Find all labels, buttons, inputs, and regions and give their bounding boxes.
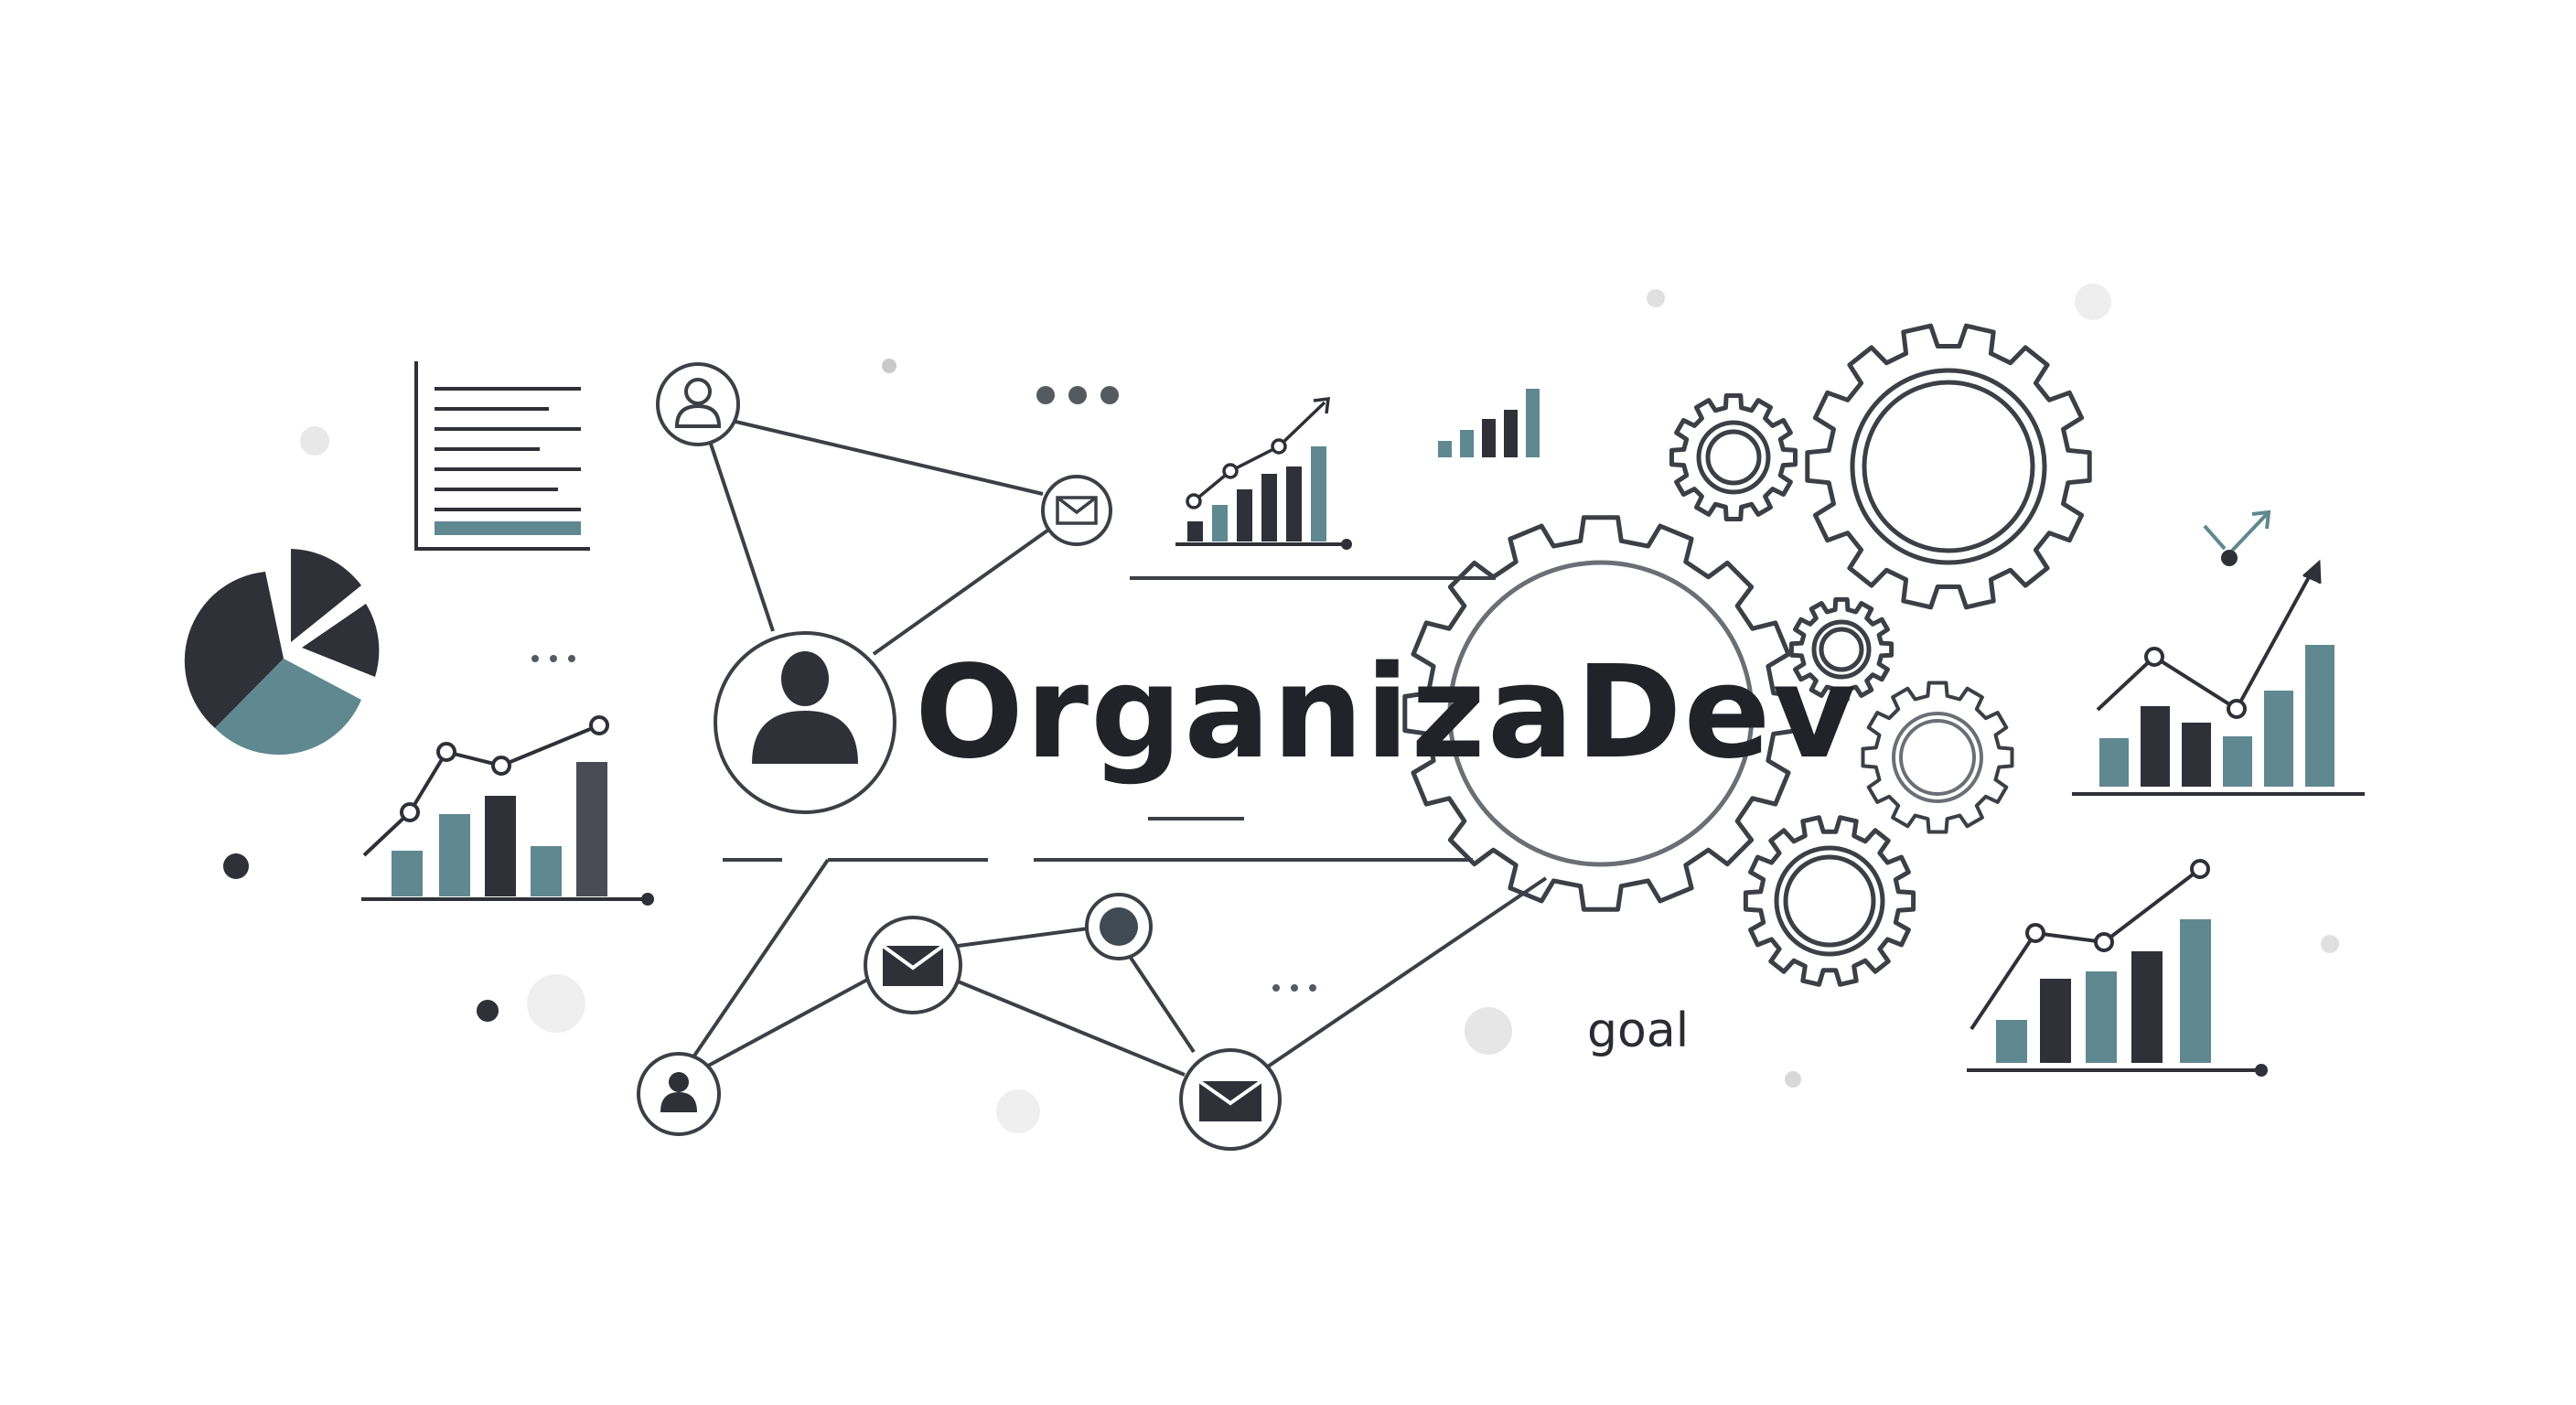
mail-icon: [1056, 496, 1098, 525]
user-icon: [660, 1072, 697, 1112]
gear-icon: [1669, 393, 1798, 521]
main-user-node: [714, 631, 896, 814]
bar-chart-right: [2072, 559, 2365, 796]
gear-icon: [1743, 815, 1916, 987]
mail-icon: [881, 944, 945, 986]
network-line: [1122, 945, 1196, 1054]
bar-chart-bottom-right: [1967, 859, 2268, 1077]
brand-title: OrganizaDev: [915, 638, 1858, 788]
mail-node-bottom-left: [864, 916, 962, 1014]
gear-cluster: [1402, 323, 2092, 987]
gear-icon: [1788, 596, 1894, 702]
decorative-dots: [223, 284, 2339, 1133]
gear-icon: [1861, 681, 2014, 834]
pie-chart-icon: [184, 549, 380, 756]
user-icon: [674, 378, 722, 428]
bar-chart-top-center: [1175, 396, 1352, 550]
network-line: [872, 529, 1049, 656]
goal-label: goal: [1587, 1003, 1690, 1058]
network-line: [699, 977, 870, 1072]
trend-arrow-icon: [2203, 509, 2271, 566]
bar-chart-small: [1438, 389, 1540, 457]
network-line: [950, 927, 1089, 949]
user-node-top: [656, 362, 740, 446]
gear-icon: [1805, 323, 2092, 610]
network-line: [950, 977, 1186, 1077]
document-icon: [414, 361, 590, 551]
status-node: [1085, 893, 1153, 960]
user-node-bottom: [637, 1052, 721, 1136]
network-line: [731, 419, 1044, 496]
gear-icon: [1402, 515, 1799, 912]
network-line: [689, 858, 830, 1063]
mail-node-top: [1041, 475, 1112, 546]
network-lines: [689, 402, 1548, 1077]
mail-icon: [1197, 1079, 1263, 1121]
network-line: [1261, 876, 1548, 1072]
user-icon: [752, 651, 858, 764]
bar-chart-left: [361, 715, 654, 906]
mail-node-bottom-right: [1179, 1048, 1282, 1151]
